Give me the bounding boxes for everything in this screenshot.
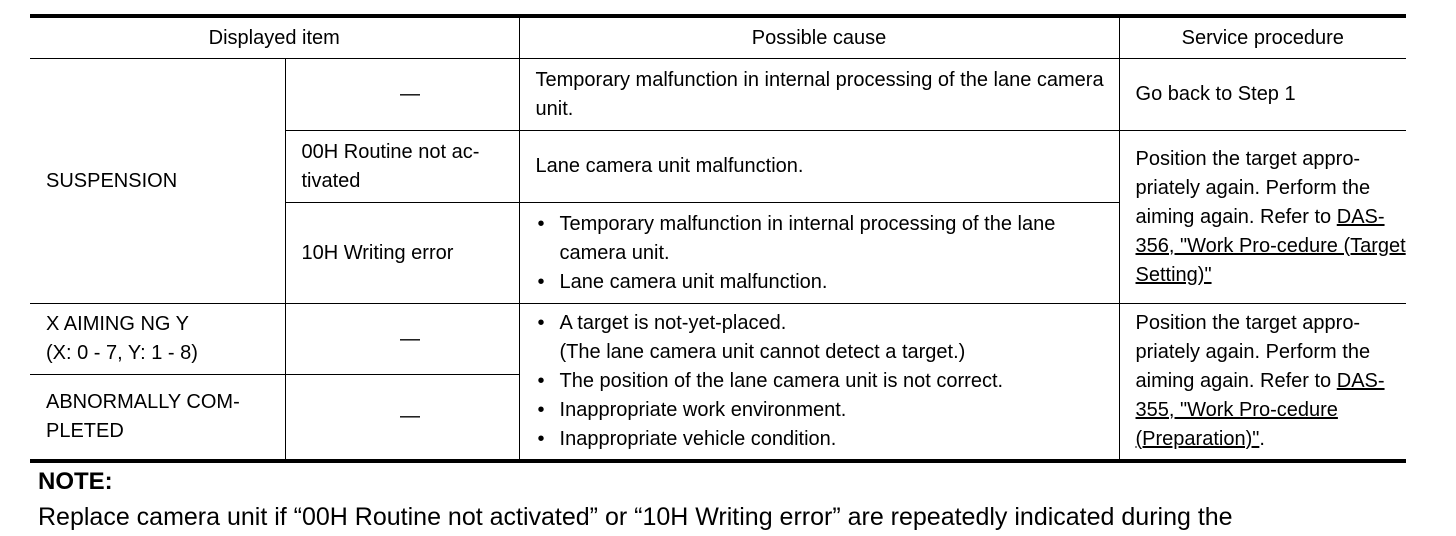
table-row: 00H Routine not ac-tivated Lane camera u… bbox=[30, 130, 1407, 304]
cause-list: Temporary malfunction in internal proces… bbox=[536, 210, 1119, 297]
procedure-suffix: . bbox=[1259, 427, 1265, 450]
table-row: ABNORMALLY COM-PLETED — bbox=[30, 374, 1406, 461]
procedure-text: Position the target appro-priately again… bbox=[1135, 147, 1371, 228]
aiming-label-line1: X AIMING NG Y bbox=[46, 313, 189, 335]
abnormal-label: ABNORMALLY COM-PLETED bbox=[30, 374, 286, 461]
aiming-label-line2: (X: 0 - 7, Y: 1 - 8) bbox=[46, 342, 198, 364]
list-item: Inappropriate work environment. bbox=[536, 396, 1119, 425]
procedure-text: Position the target appro-priately again… bbox=[1135, 311, 1371, 392]
das-356-link[interactable]: DAS-356, "Work Pro-cedure (Target Settin… bbox=[1135, 205, 1406, 286]
procedure-cell: Go back to Step 1 bbox=[1118, 58, 1407, 131]
suspension-label: SUSPENSION bbox=[30, 58, 286, 304]
cause-cell: Temporary malfunction in internal proces… bbox=[518, 58, 1120, 131]
dash-cell: — bbox=[284, 303, 520, 375]
header-row: Displayed item Possible cause Service pr… bbox=[30, 15, 1407, 59]
table-row: X AIMING NG Y (X: 0 - 7, Y: 1 - 8) — A t… bbox=[30, 303, 1407, 461]
list-item: The position of the lane camera unit is … bbox=[536, 367, 1119, 396]
procedure-cell: Position the target appro-priately again… bbox=[1118, 130, 1407, 304]
code-cell: 00H Routine not ac-tivated bbox=[285, 130, 520, 203]
procedure-cell: Position the target appro-priately again… bbox=[1118, 303, 1407, 461]
table-row: 10H Writing error Temporary malfunction … bbox=[30, 202, 1406, 304]
cause-cell: Temporary malfunction in internal proces… bbox=[518, 202, 1120, 304]
cause-list: A target is not-yet-placed. (The lane ca… bbox=[536, 309, 1119, 454]
list-item: A target is not-yet-placed. (The lane ca… bbox=[536, 309, 1119, 367]
dash-cell: — bbox=[284, 374, 520, 461]
note-text: Replace camera unit if “00H Routine not … bbox=[38, 503, 1233, 531]
aiming-label: X AIMING NG Y (X: 0 - 7, Y: 1 - 8) bbox=[30, 303, 286, 375]
das-355-link[interactable]: DAS-355, "Work Pro-cedure (Preparation)" bbox=[1135, 369, 1385, 450]
cause-cell: Lane camera unit malfunction. bbox=[518, 130, 1120, 203]
list-item: Lane camera unit malfunction. bbox=[536, 268, 1119, 297]
header-service-procedure: Service procedure bbox=[1118, 15, 1407, 59]
header-possible-cause: Possible cause bbox=[518, 15, 1120, 59]
service-table: Displayed item Possible cause Service pr… bbox=[30, 14, 1407, 463]
cause-text-cont: (The lane camera unit cannot detect a ta… bbox=[559, 340, 966, 363]
list-item: Inappropriate vehicle condition. bbox=[536, 425, 1119, 454]
code-cell: 10H Writing error bbox=[285, 202, 520, 304]
cause-cell: A target is not-yet-placed. (The lane ca… bbox=[518, 303, 1120, 461]
table-row: SUSPENSION — Temporary malfunction in in… bbox=[30, 58, 1407, 304]
header-displayed-item: Displayed item bbox=[30, 15, 520, 59]
list-item: Temporary malfunction in internal proces… bbox=[536, 210, 1119, 268]
cause-text: A target is not-yet-placed. bbox=[559, 311, 787, 334]
note-title: NOTE: bbox=[38, 468, 113, 495]
dash-cell: — bbox=[284, 58, 520, 131]
